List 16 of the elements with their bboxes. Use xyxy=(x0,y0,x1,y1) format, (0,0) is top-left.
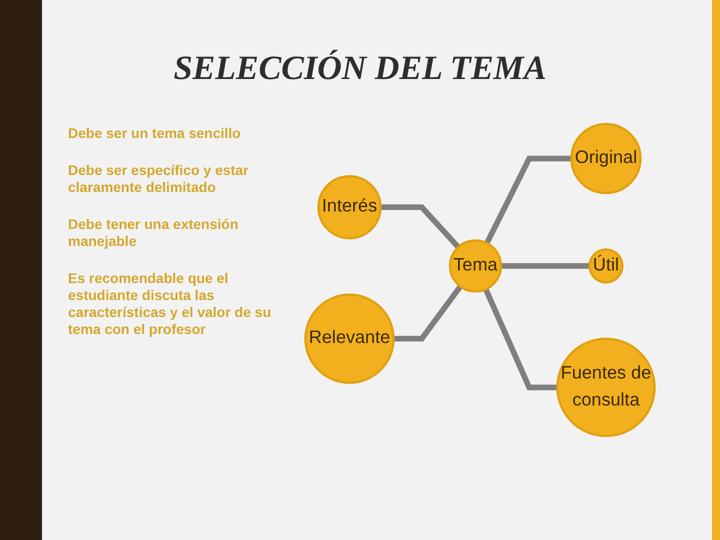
node-circle: Fuentes de consulta xyxy=(556,338,656,438)
node-circle: Relevante xyxy=(304,294,395,384)
connector xyxy=(484,156,572,244)
node-circle: Interés xyxy=(317,175,382,240)
connector xyxy=(500,263,590,269)
node-circle: Útil xyxy=(588,248,624,284)
connector xyxy=(380,204,460,250)
bullet-text: Debe ser específico y estar claramente delimitado xyxy=(68,162,250,196)
connector xyxy=(483,288,558,390)
bullet-text: Debe tener una extensión manejable xyxy=(68,216,240,250)
node-circle: Tema xyxy=(448,239,502,293)
bullet-text: Debe ser un tema sencillo xyxy=(68,125,242,142)
node-circle: Original xyxy=(570,122,642,194)
slide-title: SELECCIÓN DEL TEMA xyxy=(172,50,548,88)
bullet-text: Es recomendable que el estudiante discuta las características y el valor de su tema con el profesor xyxy=(68,270,272,338)
connector xyxy=(394,284,463,342)
